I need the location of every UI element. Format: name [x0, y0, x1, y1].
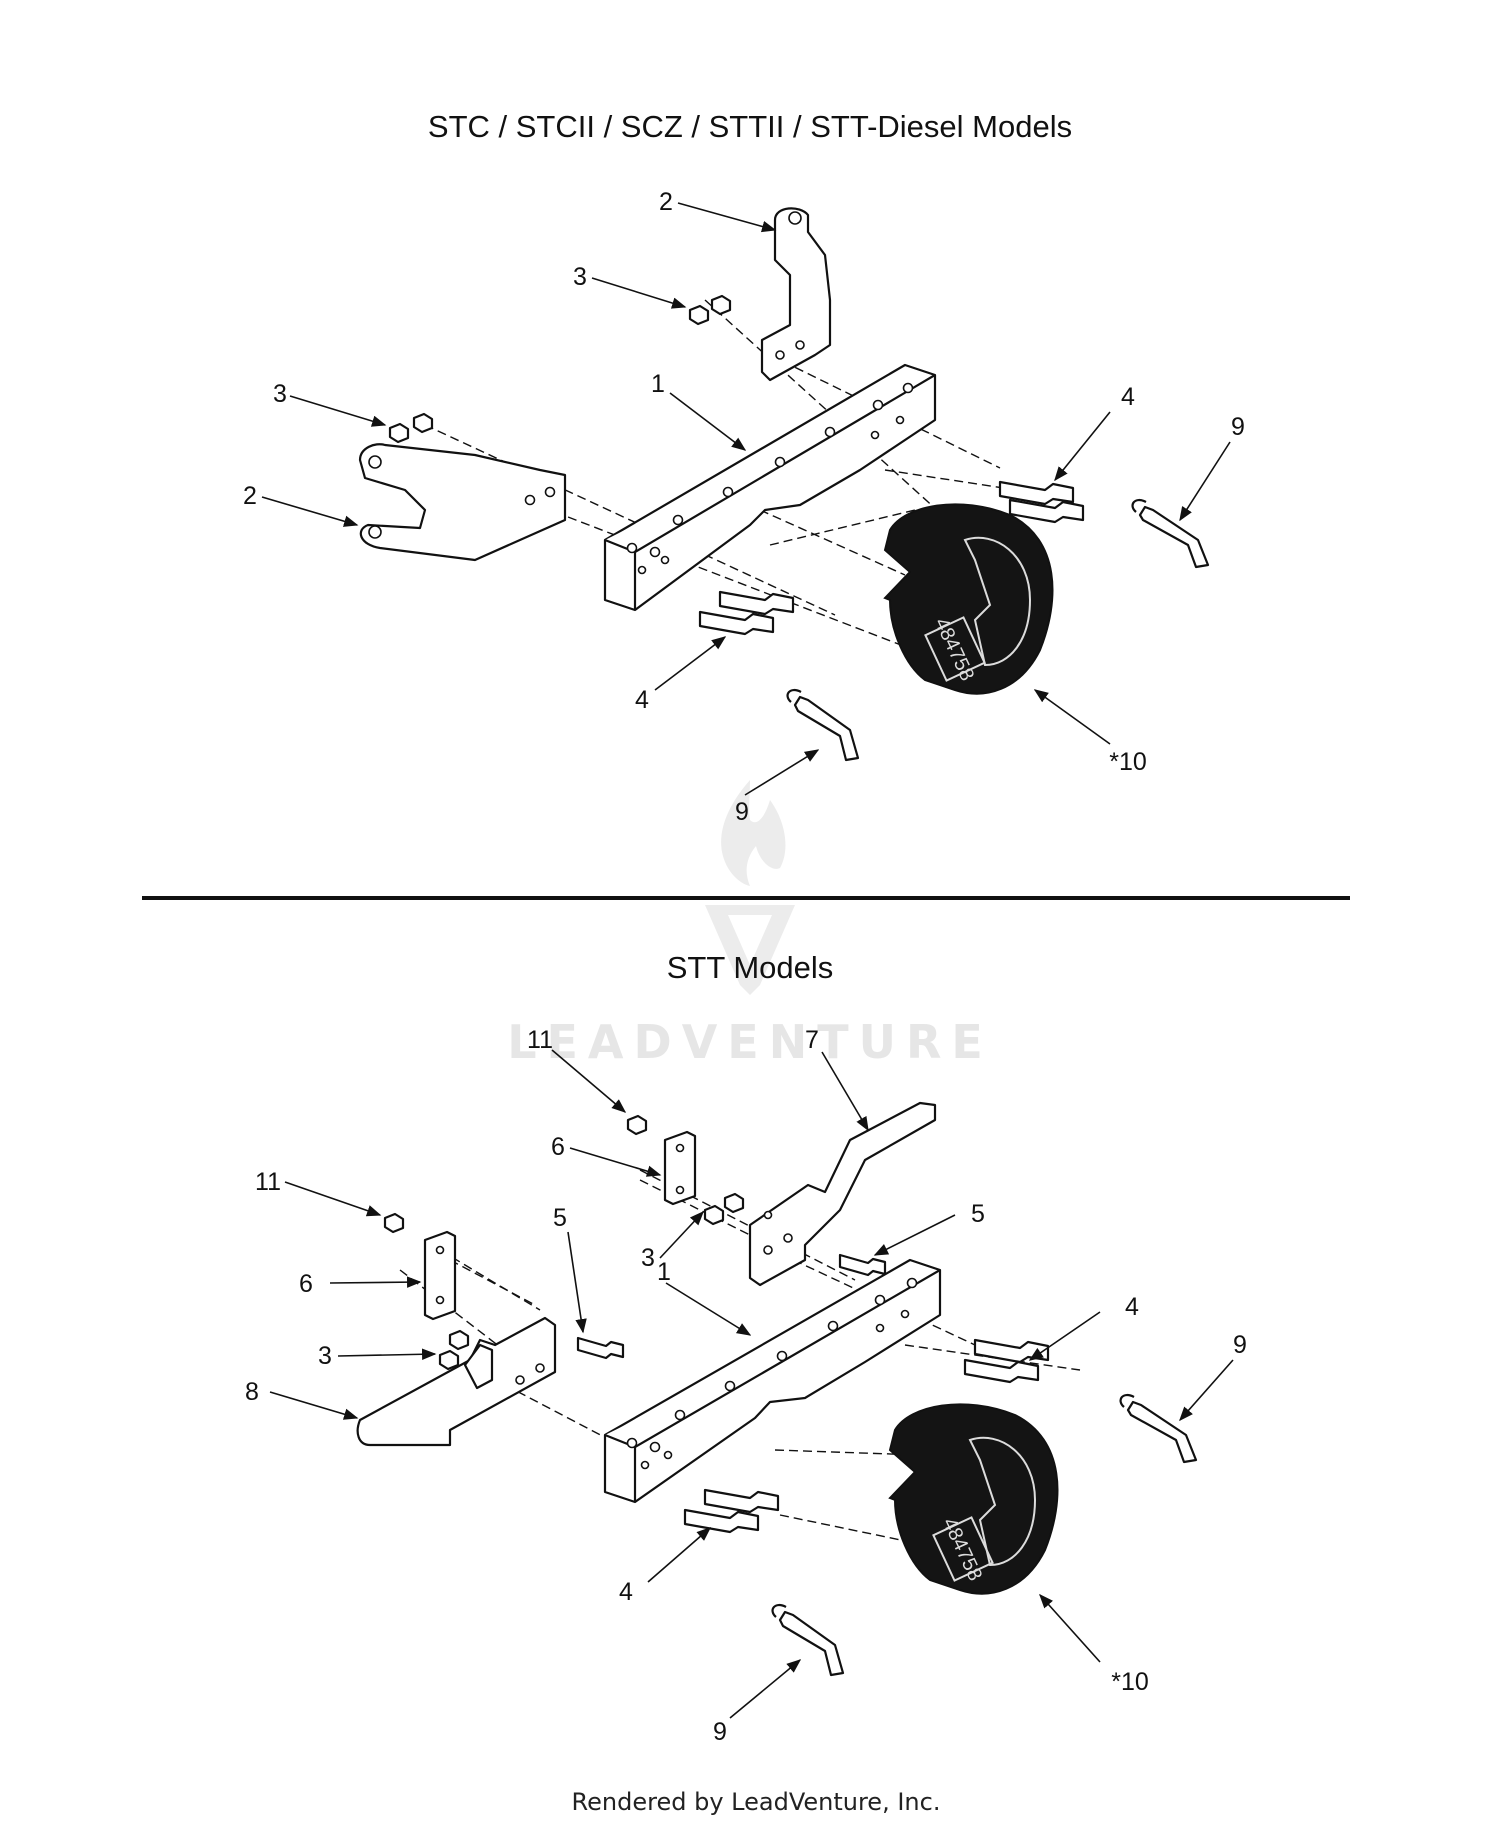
bolts-right-part [998, 480, 1085, 524]
callout-arm-top: 7 [805, 1026, 819, 1054]
nuts-left-part [388, 412, 434, 444]
bracket-left-part [358, 443, 567, 562]
callout-bolt-top: 5 [971, 1200, 985, 1228]
arm-left-part [356, 1316, 557, 1447]
callout-bolts-bottom: 4 [635, 686, 649, 714]
nuts-top-part [688, 294, 732, 326]
callout-nuts-center: 3 [641, 1244, 655, 1272]
nut-top-part [626, 1114, 648, 1136]
callout-bracket-left: 2 [243, 482, 257, 510]
bolt-top-part [838, 1253, 887, 1277]
callout-pin-bottom-bottom: 9 [713, 1718, 727, 1746]
pin-right-part [1131, 498, 1210, 569]
weight-part: 484758 [883, 503, 1054, 695]
callout-pin-right-bottom: 9 [1233, 1331, 1247, 1359]
bottom-weight-part: 484758 [888, 1403, 1059, 1595]
bolts-bottom-part [698, 590, 795, 636]
nut-left-part [383, 1212, 405, 1234]
callout-weight-bracket: 1 [651, 370, 665, 398]
callout-nuts-top: 3 [573, 263, 587, 291]
arm-top-part [748, 1101, 937, 1287]
callout-pin-right: 9 [1231, 413, 1245, 441]
pin-bottom-part [786, 688, 860, 762]
callout-bolts-right: 4 [1121, 383, 1135, 411]
footer-credit: Rendered by LeadVenture, Inc. [572, 1788, 941, 1816]
watermark-flame-icon [721, 780, 786, 886]
callout-weight-bracket-bottom: 1 [657, 1258, 671, 1286]
callout-weight: *10 [1109, 748, 1147, 776]
callout-plate-top: 6 [551, 1133, 565, 1161]
top-section-title: STC / STCII / SCZ / STTII / STT-Diesel M… [428, 109, 1072, 144]
callout-nut-left: 11 [255, 1168, 281, 1196]
bottom-pin-right-part [1119, 1393, 1198, 1464]
bolt-left-part [576, 1336, 625, 1360]
bottom-weight-bracket-part [603, 1258, 942, 1504]
callout-bolts-right-bottom: 4 [1125, 1293, 1139, 1321]
callout-bolt-left: 5 [553, 1204, 567, 1232]
callout-bolts-bottom-bottom: 4 [619, 1578, 633, 1606]
watermark-text: LEADVENTURE [507, 1015, 993, 1069]
bottom-section: STT Models [245, 950, 1247, 1746]
callout-weight-bottom: *10 [1111, 1668, 1149, 1696]
bottom-callouts: 11 7 6 11 6 5 5 3 1 3 8 4 9 4 *10 9 [245, 1026, 1247, 1746]
watermark: LEADVENTURE [507, 780, 993, 1069]
callout-bracket-top: 2 [659, 188, 673, 216]
bottom-bolts-bottom-part [683, 1488, 780, 1534]
bottom-bolts-right-part [963, 1338, 1050, 1384]
nuts-center-part [703, 1192, 745, 1226]
bracket-top-part [760, 207, 832, 382]
top-callouts: 2 3 3 2 1 4 9 4 *10 9 [243, 188, 1245, 826]
bottom-pin-bottom-part [771, 1603, 845, 1677]
top-leaders [261, 202, 1231, 796]
bottom-section-title: STT Models [667, 950, 834, 985]
watermark-v-icon [705, 905, 795, 995]
nuts-left-bottom-part [438, 1329, 470, 1371]
callout-nuts-left: 3 [273, 380, 287, 408]
bottom-leaders [269, 1049, 1234, 1719]
weight-bracket-part [603, 363, 937, 612]
plate-top-part [663, 1130, 697, 1206]
callout-nuts-left-bottom: 3 [318, 1342, 332, 1370]
callout-arm-left: 8 [245, 1378, 259, 1406]
top-section: STC / STCII / SCZ / STTII / STT-Diesel M… [243, 109, 1245, 826]
callout-nut-top: 11 [527, 1026, 553, 1054]
callout-plate-left: 6 [299, 1270, 313, 1298]
callout-pin-bottom: 9 [735, 798, 749, 826]
plate-left-part [423, 1230, 457, 1321]
